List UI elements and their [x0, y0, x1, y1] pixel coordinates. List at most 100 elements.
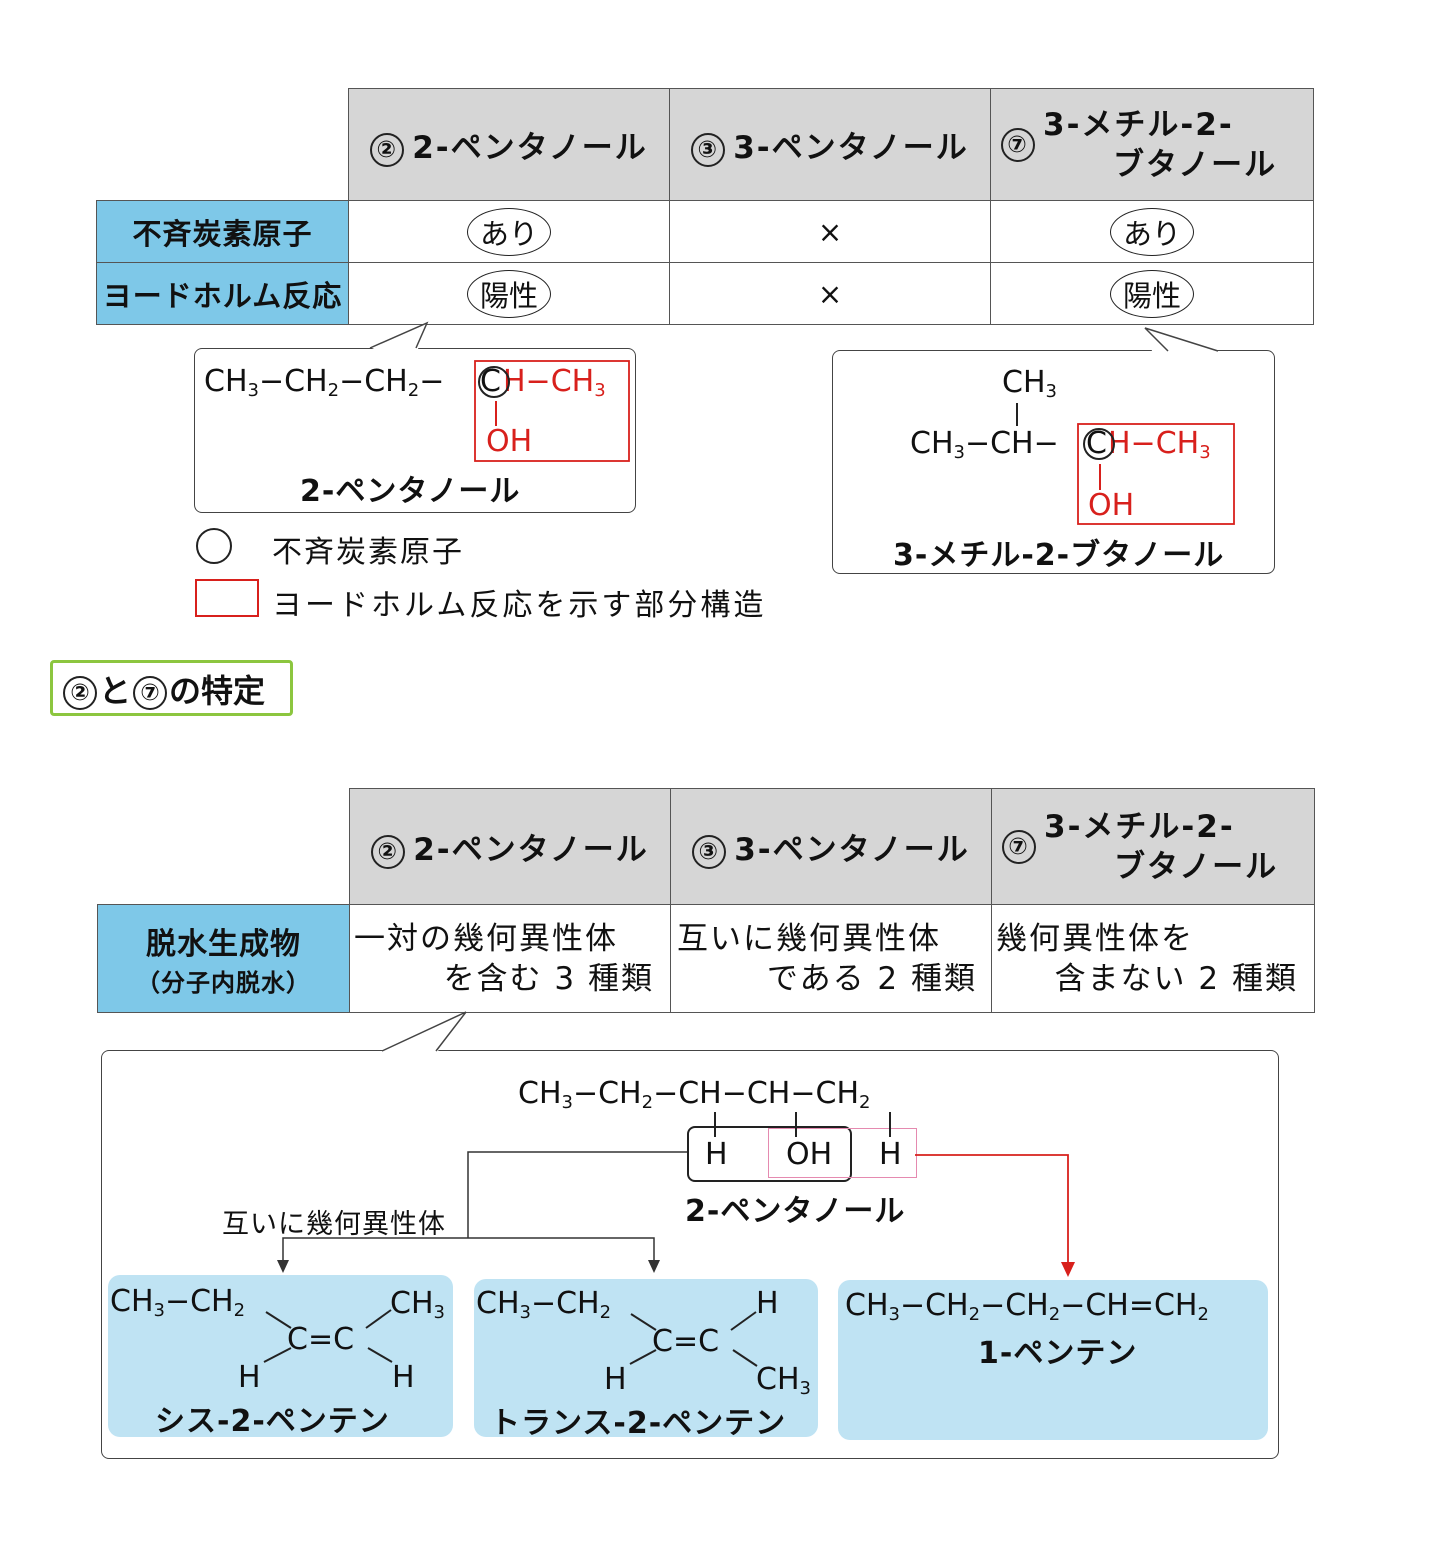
- title-text: の特定: [169, 672, 266, 710]
- title-text: と: [99, 672, 132, 710]
- cis-name: シス-2-ペンテン: [155, 1404, 390, 1439]
- header-label: 3-ペンタノール: [734, 832, 970, 868]
- callout-3-methyl-2-butanol: [832, 350, 1275, 574]
- bond: [732, 1349, 758, 1367]
- cell-line2: を含む 3 種類: [443, 960, 654, 997]
- arrow-path-geometric: [467, 1151, 687, 1238]
- panel-1-pentene: [838, 1280, 1268, 1440]
- cell-value: 互いに幾何異性体 である 2 種類: [670, 904, 992, 1013]
- box-oh-h-pink: [768, 1128, 917, 1178]
- compound-name: 2-ペンタノール: [300, 474, 521, 509]
- circled-value: 陽性: [466, 269, 551, 318]
- circled-value: 陽性: [1109, 269, 1194, 318]
- trans-ch3: CH3: [756, 1362, 811, 1399]
- formula-main-chain: CH3−CH2−CH−CH−CH2: [518, 1076, 871, 1113]
- arrow-path-1-pentene: [915, 1154, 1069, 1265]
- header-3-methyl-2-butanol: ⑦ 3-メチル-2- ブタノール: [991, 788, 1315, 905]
- trans-h-bot: H: [604, 1362, 627, 1397]
- atom-oh: OH: [786, 1137, 833, 1172]
- bond: [265, 1311, 292, 1329]
- pentene1-name: 1-ペンテン: [978, 1336, 1138, 1371]
- callout-pointer-line: [381, 1011, 467, 1052]
- bond: [730, 1311, 757, 1331]
- cis-h2: H: [392, 1360, 415, 1395]
- number-badge: ③: [691, 132, 726, 167]
- number-badge: ②: [63, 676, 97, 710]
- header-label-line2: ブタノール: [1113, 146, 1278, 183]
- panel-trans-2-pentene: [474, 1279, 818, 1437]
- arrow-head: [1061, 1262, 1075, 1277]
- atom-h-left: H: [705, 1137, 728, 1172]
- chiral-carbon: C: [480, 364, 501, 399]
- header-label-line1: 3-メチル-2-: [1043, 106, 1234, 143]
- bond: [367, 1347, 393, 1363]
- number-badge: ③: [692, 834, 727, 869]
- circled-value: あり: [466, 207, 551, 256]
- bond: [365, 1309, 392, 1329]
- compound-name: 3-メチル-2-ブタノール: [893, 538, 1225, 573]
- panel-cis-2-pentene: [108, 1275, 453, 1437]
- trans-double-bond: C=C: [652, 1324, 720, 1359]
- legend-box-icon: [195, 579, 259, 617]
- cell-line2: 含まない 2 種類: [1054, 960, 1298, 997]
- row-label-line1: 脱水生成物: [146, 927, 301, 962]
- cell-value: ×: [669, 262, 991, 325]
- cell-line1: 互いに幾何異性体: [677, 920, 941, 957]
- callout-pointer-line: [1144, 327, 1219, 352]
- cell-line2: である 2 種類: [766, 960, 977, 997]
- cell-value: 一対の幾何異性体 を含む 3 種類: [349, 904, 671, 1013]
- formula-chain: CH3−CH−: [910, 426, 1059, 463]
- circled-value: あり: [1109, 207, 1194, 256]
- header-label: 2-ペンタノール: [413, 832, 649, 868]
- cell-value: 陽性: [990, 262, 1314, 325]
- iodoform-box: [1077, 423, 1235, 525]
- box-h-oh: [687, 1126, 852, 1182]
- header-label: 3-ペンタノール: [733, 130, 969, 166]
- cell-line1: 幾何異性体を: [996, 920, 1194, 957]
- trans-name: トランス-2-ペンテン: [490, 1406, 787, 1441]
- cell-line1: 一対の幾何異性体: [354, 920, 618, 957]
- trans-ch3ch2: CH3−CH2: [476, 1286, 612, 1323]
- chiral-circle: [1083, 428, 1115, 460]
- callout-2-pentanol: [194, 348, 636, 513]
- bond: [630, 1313, 657, 1331]
- formula-oh: OH: [486, 424, 533, 459]
- cell-value: あり: [348, 200, 670, 263]
- legend-circle-label: 不斉炭素原子: [272, 535, 464, 570]
- formula-chain: CH3−CH2−CH2−: [204, 364, 445, 401]
- legend-box-label: ヨードホルム反応を示す部分構造: [272, 588, 767, 623]
- formula-h-ch3: H−CH3: [1108, 426, 1211, 463]
- header-label: 2-ペンタノール: [412, 130, 648, 166]
- arrow-head: [648, 1260, 660, 1273]
- cis-ch3: CH3: [390, 1286, 445, 1323]
- header-label-line2: ブタノール: [1114, 848, 1279, 885]
- number-badge: ⑦: [1002, 829, 1036, 864]
- cis-ch3ch2: CH3−CH2: [110, 1284, 246, 1321]
- arrow-head: [277, 1260, 289, 1273]
- formula-h-ch3: H−CH3: [503, 364, 606, 401]
- row-label-dehydration: 脱水生成物 （分子内脱水）: [97, 904, 350, 1013]
- formula-oh: OH: [1088, 488, 1135, 523]
- header-label-line1: 3-メチル-2-: [1044, 808, 1235, 845]
- cis-h1: H: [238, 1360, 261, 1395]
- row-label-iodoform: ヨードホルム反応: [96, 262, 349, 325]
- row-label-line2: （分子内脱水）: [136, 969, 311, 997]
- atom-h-right: H: [879, 1137, 902, 1172]
- compound-name: 2-ペンタノール: [685, 1194, 906, 1229]
- legend-circle-icon: [196, 528, 232, 564]
- chiral-carbon: C: [1086, 426, 1107, 461]
- header-3-methyl-2-butanol: ⑦ 3-メチル-2- ブタノール: [990, 88, 1314, 201]
- branch-label: 互いに幾何異性体: [222, 1209, 446, 1240]
- trans-h-top: H: [756, 1286, 779, 1321]
- cell-value: 幾何異性体を 含まない 2 種類: [991, 904, 1315, 1013]
- bond: [263, 1347, 292, 1363]
- number-badge: ⑦: [133, 676, 168, 710]
- formula-top-ch3: CH3: [1002, 365, 1057, 402]
- cell-value: 陽性: [348, 262, 670, 325]
- number-badge: ②: [371, 834, 406, 869]
